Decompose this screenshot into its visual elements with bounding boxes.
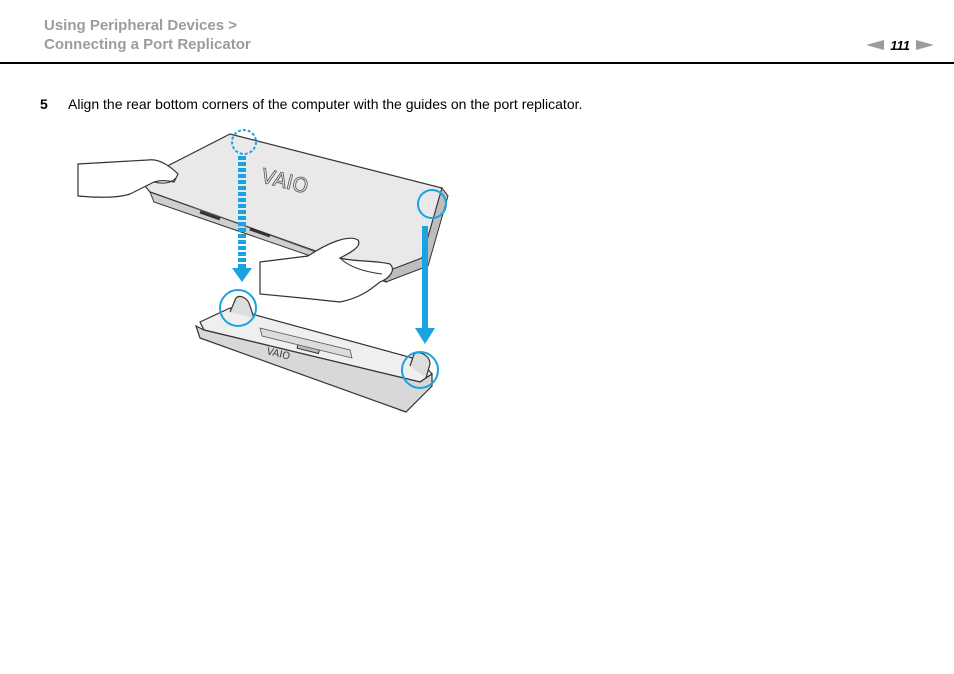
right-finger-line [339,257,383,275]
illustration-svg: VAIO VAIO [77,129,449,413]
breadcrumb-page[interactable]: Connecting a Port Replicator [44,36,251,53]
highlight-circle-laptop-right-corner [417,189,447,219]
laptop-lid [139,133,443,275]
right-alignment-arrow-head-icon [415,328,435,344]
right-hand [259,237,393,303]
laptop-port [249,227,271,238]
left-alignment-arrow-head-icon [232,268,252,282]
replicator-recess [259,327,353,359]
highlight-circle-replicator-right-guide [401,351,439,389]
replicator-left-guide [229,295,255,319]
port-replicator-front [194,324,433,413]
laptop-port [199,210,221,221]
page-number: 111 [890,37,910,53]
illustration-align-laptop-with-port-replicator: VAIO VAIO [70,122,470,422]
page-navigator: 111 [866,37,934,53]
next-page-arrow-icon[interactable] [916,40,934,50]
breadcrumb-section[interactable]: Using Peripheral Devices > [44,17,238,34]
step-text: Align the rear bottom corners of the com… [68,96,583,112]
highlight-circle-replicator-left-guide [219,289,257,327]
step-number: 5 [40,96,48,112]
left-hand [77,159,179,198]
page-header: Using Peripheral Devices > Connecting a … [0,0,954,64]
header-divider [0,62,954,64]
highlight-circle-laptop-left-corner [231,129,257,155]
left-thumb-line [153,177,177,184]
previous-page-arrow-icon[interactable] [866,40,885,50]
